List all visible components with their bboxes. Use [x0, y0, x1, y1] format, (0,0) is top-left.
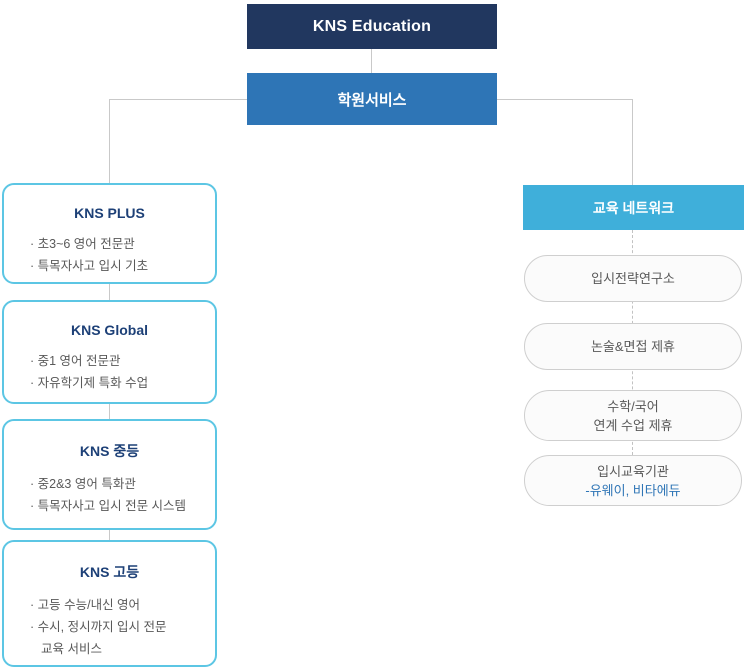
connector-horizontal-right	[497, 99, 632, 100]
node-items: · 중2&3 영어 특화관 · 특목자사고 입시 전문 시스템	[4, 473, 215, 517]
node-title: KNS 고등	[79, 564, 140, 580]
pill-admission-strategy: 입시전략연구소	[524, 255, 742, 302]
node-title: KNS Global	[70, 322, 148, 338]
node-item: · 특목자사고 입시 기초	[30, 259, 149, 273]
root-node-label: KNS Education	[312, 17, 432, 35]
node-kns-middle: KNS 중등 · 중2&3 영어 특화관 · 특목자사고 입시 전문 시스템	[2, 419, 217, 530]
connector-vertical-right	[632, 99, 633, 185]
pill-label: 수학/국어	[607, 398, 659, 414]
pill-essay-interview: 논술&면접 제휴	[524, 323, 742, 370]
node-items: · 고등 수능/내신 영어 · 수시, 정시까지 입시 전문 교육 서비스	[4, 594, 215, 660]
node-kns-high: KNS 고등 · 고등 수능/내신 영어 · 수시, 정시까지 입시 전문 교육…	[2, 540, 217, 667]
network-header-node: 교육 네트워크	[523, 185, 744, 230]
node-item: · 특목자사고 입시 전문 시스템	[30, 499, 187, 513]
connector-root-service	[371, 49, 372, 73]
pill-label: 입시교육기관	[597, 463, 669, 479]
pill-label-line2: 연계 수업 제휴	[593, 417, 673, 433]
node-kns-plus: KNS PLUS · 초3~6 영어 전문관 · 특목자사고 입시 기초	[2, 183, 217, 284]
service-node: 학원서비스	[247, 73, 497, 125]
node-item: · 자유학기제 특화 수업	[30, 376, 149, 390]
node-items: · 초3~6 영어 전문관 · 특목자사고 입시 기초	[4, 233, 215, 277]
pill-label-line2: -유웨이, 비타에듀	[585, 482, 681, 498]
node-items: · 중1 영어 전문관 · 자유학기제 특화 수업	[4, 350, 215, 394]
node-item: · 중1 영어 전문관	[30, 354, 121, 368]
node-item-continuation: 교육 서비스	[41, 642, 102, 656]
node-kns-global: KNS Global · 중1 영어 전문관 · 자유학기제 특화 수업	[2, 300, 217, 404]
pill-label: 입시전략연구소	[591, 271, 675, 286]
node-item: · 수시, 정시까지 입시 전문	[30, 620, 167, 634]
connector-horizontal-left	[109, 99, 247, 100]
root-node-kns-education: KNS Education	[247, 4, 497, 49]
pill-admission-institutions: 입시교육기관 -유웨이, 비타에듀	[524, 455, 742, 506]
node-item: · 초3~6 영어 전문관	[30, 237, 135, 251]
node-item: · 고등 수능/내신 영어	[30, 598, 141, 612]
service-node-label: 학원서비스	[337, 91, 407, 109]
node-title: KNS PLUS	[74, 205, 145, 221]
node-title: KNS 중등	[79, 443, 140, 459]
node-item: · 중2&3 영어 특화관	[30, 477, 136, 491]
network-header-label: 교육 네트워크	[592, 199, 675, 216]
pill-label: 논술&면접 제휴	[590, 339, 676, 354]
pill-math-korean: 수학/국어 연계 수업 제휴	[524, 390, 742, 441]
